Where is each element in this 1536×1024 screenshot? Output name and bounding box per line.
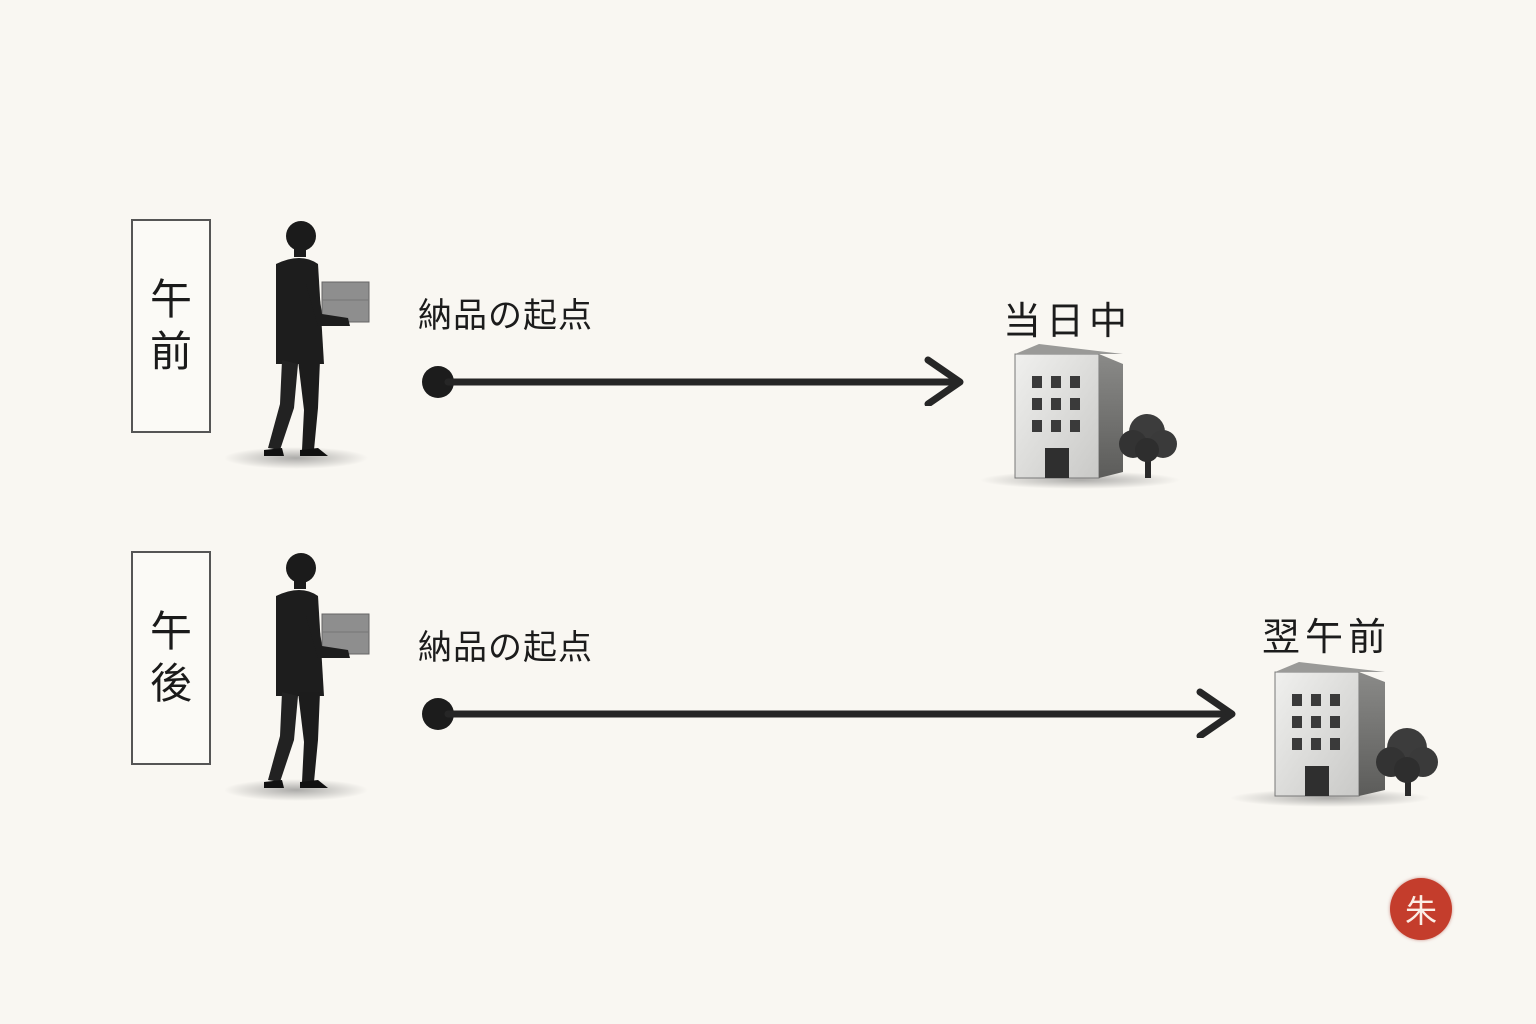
origin-point <box>422 366 454 398</box>
tree-icon <box>1119 414 1177 478</box>
origin-point <box>422 698 454 730</box>
time-label-box: 午 前 <box>131 219 211 433</box>
building-icon <box>1230 662 1438 807</box>
time-label-box: 午 後 <box>131 551 211 765</box>
seal-stamp: 朱 <box>1390 878 1452 940</box>
time-label-char: 午 <box>149 606 192 656</box>
row-morning: 午 前 納品の起点 当日中 <box>0 200 1536 530</box>
origin-label: 納品の起点 <box>418 296 593 336</box>
courier-icon <box>224 221 370 469</box>
building-icon <box>980 344 1180 489</box>
route-arrow <box>422 356 964 406</box>
destination-label: 当日中 <box>1003 299 1133 343</box>
tree-icon <box>1376 728 1438 796</box>
time-label-char: 後 <box>149 659 192 708</box>
route-arrow <box>422 688 1236 738</box>
courier-icon <box>224 553 370 801</box>
time-label-char: 午 <box>149 274 192 324</box>
row-afternoon: 午 後 納品の起点 翌午前 <box>0 532 1536 862</box>
time-label-char: 前 <box>149 327 192 376</box>
destination-label: 翌午前 <box>1262 615 1392 659</box>
origin-label: 納品の起点 <box>418 628 593 668</box>
